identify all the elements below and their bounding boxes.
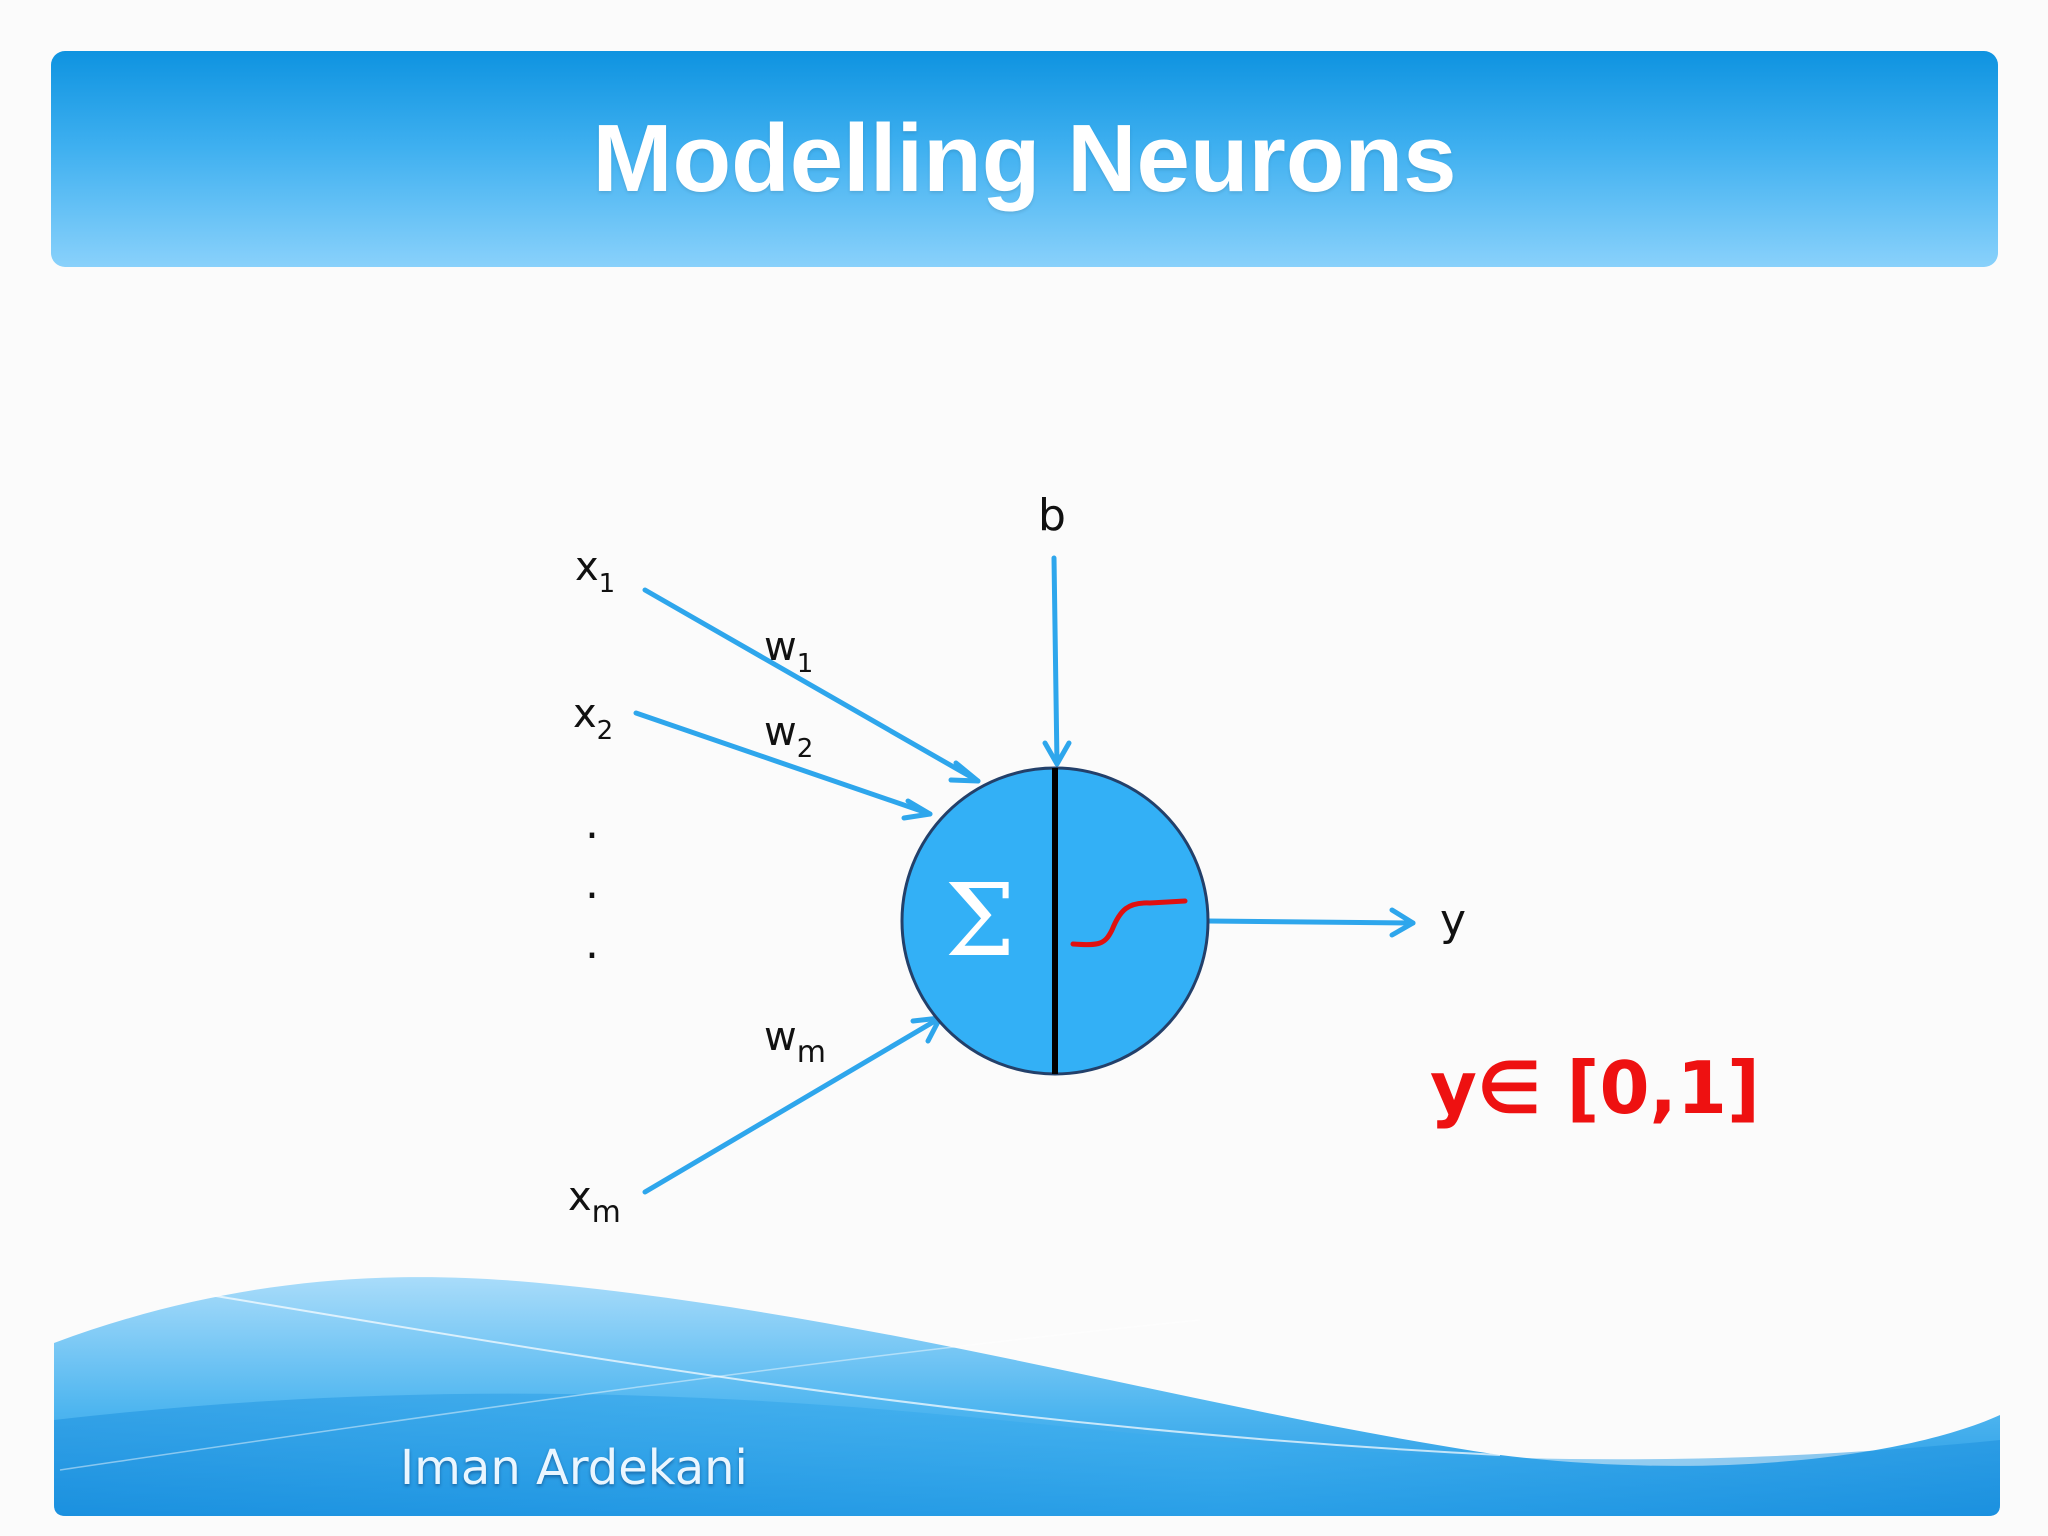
input-arrows [633, 555, 1416, 1195]
arrow-xm [642, 1015, 943, 1195]
output-label: y [1440, 895, 1466, 946]
arrowhead-x1 [948, 760, 981, 784]
input-label-xm: xm [568, 1174, 621, 1230]
arrow-bias [1051, 555, 1060, 767]
ellipsis-dot-2: . [585, 858, 599, 909]
input-label-x1: x1 [575, 544, 615, 599]
weight-wm-var: w [764, 1014, 797, 1060]
weight-w2-sub: 2 [797, 734, 814, 764]
title-bar: Modelling Neurons [51, 51, 1998, 267]
weight-label-w2: w2 [764, 709, 813, 764]
sum-symbol: Σ [945, 862, 1016, 979]
ellipsis-dot-1: . [585, 798, 599, 849]
input-x2-sub: 2 [597, 716, 614, 746]
weight-w2-var: w [764, 709, 797, 755]
input-x2-var: x [573, 691, 597, 737]
weight-label-wm: wm [764, 1014, 826, 1070]
ellipsis-dot-3: . [585, 918, 599, 969]
weight-wm-sub: m [797, 1035, 826, 1070]
output-range-text: y∈ [0,1] [1430, 1046, 1760, 1130]
neuron: Σ [900, 766, 1210, 1076]
author-name: Iman Ardekani [400, 1440, 748, 1496]
arrow-output [1205, 918, 1416, 926]
input-x1-var: x [575, 544, 599, 590]
footer-wave [54, 1277, 2000, 1516]
input-xm-sub: m [592, 1195, 621, 1230]
activation-curve-icon [1070, 898, 1188, 948]
arrow-x1 [642, 587, 981, 784]
slide-title: Modelling Neurons [592, 105, 1457, 212]
arrowhead-bias [1042, 740, 1072, 767]
arrowhead-output [1389, 907, 1416, 938]
arrowhead-x2 [901, 798, 933, 821]
arrow-x2 [633, 710, 933, 817]
weight-w1-var: w [764, 624, 797, 670]
input-x1-sub: 1 [599, 569, 616, 599]
input-xm-var: x [568, 1174, 592, 1220]
bias-label: b [1038, 490, 1066, 541]
input-label-x2: x2 [573, 691, 613, 746]
weight-w1-sub: 1 [797, 649, 814, 679]
weight-label-w1: w1 [764, 624, 813, 679]
